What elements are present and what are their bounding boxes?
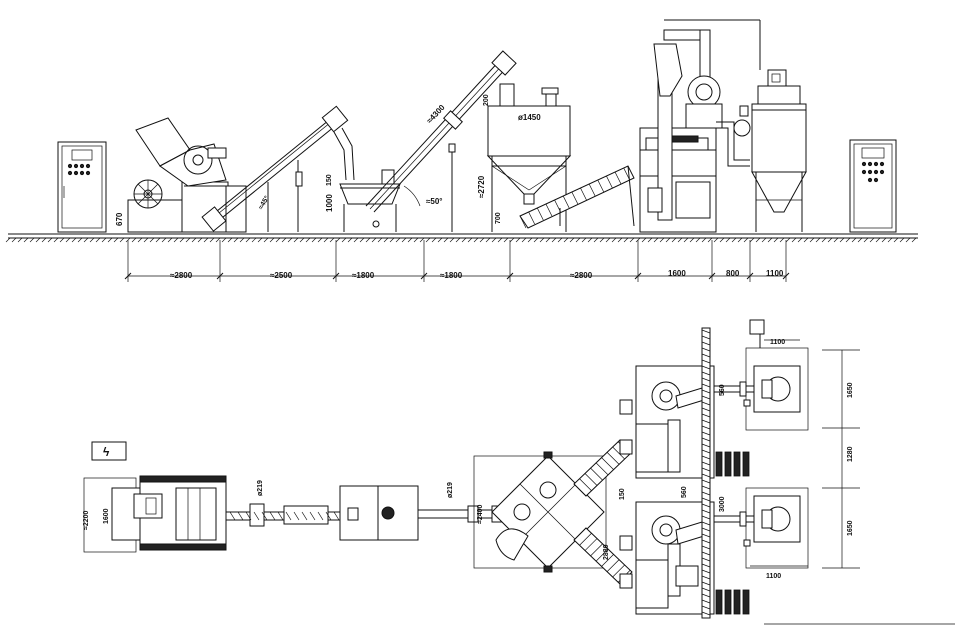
dim-label-7: 800: [726, 269, 740, 278]
label-h700: 700: [495, 212, 502, 224]
dim-label-1: ≈2800: [170, 271, 193, 280]
label-h2720: ≈2720: [477, 175, 486, 198]
separator-plan-bottom: [619, 501, 715, 615]
label-d219b: ø219: [447, 482, 454, 498]
screw-conveyor-2: [365, 50, 517, 232]
power-symbol-icon: ϟ: [103, 445, 110, 459]
plan-view: ϟ ≈2200 1600 ø219: [83, 319, 955, 625]
crusher-plan: [83, 475, 227, 553]
label-h200: 200: [483, 94, 490, 106]
label-w2200: ≈2200: [83, 510, 90, 530]
label-d219a: ø219: [257, 480, 264, 496]
label-r1280: 1280: [847, 446, 854, 462]
ground-line: [5, 233, 918, 243]
vertical-chain-conveyor: [701, 327, 711, 619]
label-r1650a: 1650: [847, 382, 854, 398]
control-cabinet-right: [849, 139, 897, 233]
label-ang45: ≈45°: [257, 194, 271, 211]
duct-pipe: [716, 105, 751, 167]
dim-label-4: ≈1800: [440, 271, 463, 280]
label-d150: 150: [619, 488, 626, 500]
label-r1650b: 1650: [847, 520, 854, 536]
separator-plan-top: [619, 365, 715, 479]
stair-platforms: [715, 451, 750, 615]
belt-conveyor: [519, 165, 635, 229]
fan-unit-bottom: [714, 487, 809, 569]
dim-label-5: ≈2800: [570, 271, 593, 280]
dim-label-8: 1100: [766, 269, 784, 278]
dim-label-2: ≈2500: [270, 271, 293, 280]
label-d3000: 3000: [719, 496, 726, 512]
label-d2880: 2880: [603, 544, 610, 560]
dust-collector: [751, 69, 807, 232]
control-cabinet-left: [57, 141, 107, 233]
label-h150: 150: [326, 174, 333, 186]
silo-plan: [473, 451, 607, 573]
crusher-machine: [127, 117, 247, 233]
screw-conveyor-1: [201, 105, 355, 232]
storage-silo: [486, 83, 572, 232]
conveyor-plan-1: [226, 503, 340, 527]
feed-hopper: [339, 169, 401, 232]
plan-right-dims: [750, 339, 955, 625]
elevation-view: 670 ≈45° 1000 150: [5, 19, 918, 282]
separator-tower: [639, 19, 761, 233]
power-symbol-box: [91, 441, 127, 461]
dim-label-6: 1600: [668, 269, 686, 278]
label-d560a: 560: [681, 486, 688, 498]
label-h670: 670: [115, 212, 124, 226]
label-t1100: 1100: [770, 339, 785, 346]
label-w1600: 1600: [103, 508, 110, 524]
label-b1100: 1100: [766, 573, 781, 580]
label-len2400: ≈2400: [477, 504, 484, 524]
label-d560b: 560: [719, 384, 726, 396]
dim-label-3: ≈1800: [352, 271, 375, 280]
label-d1450: ø1450: [518, 113, 541, 122]
fan-unit-top: [714, 319, 809, 431]
hopper-plan: [339, 485, 419, 541]
label-ang50: ≈50°: [426, 197, 443, 206]
dimension-chain: [124, 240, 790, 282]
label-h1000: 1000: [325, 194, 334, 212]
